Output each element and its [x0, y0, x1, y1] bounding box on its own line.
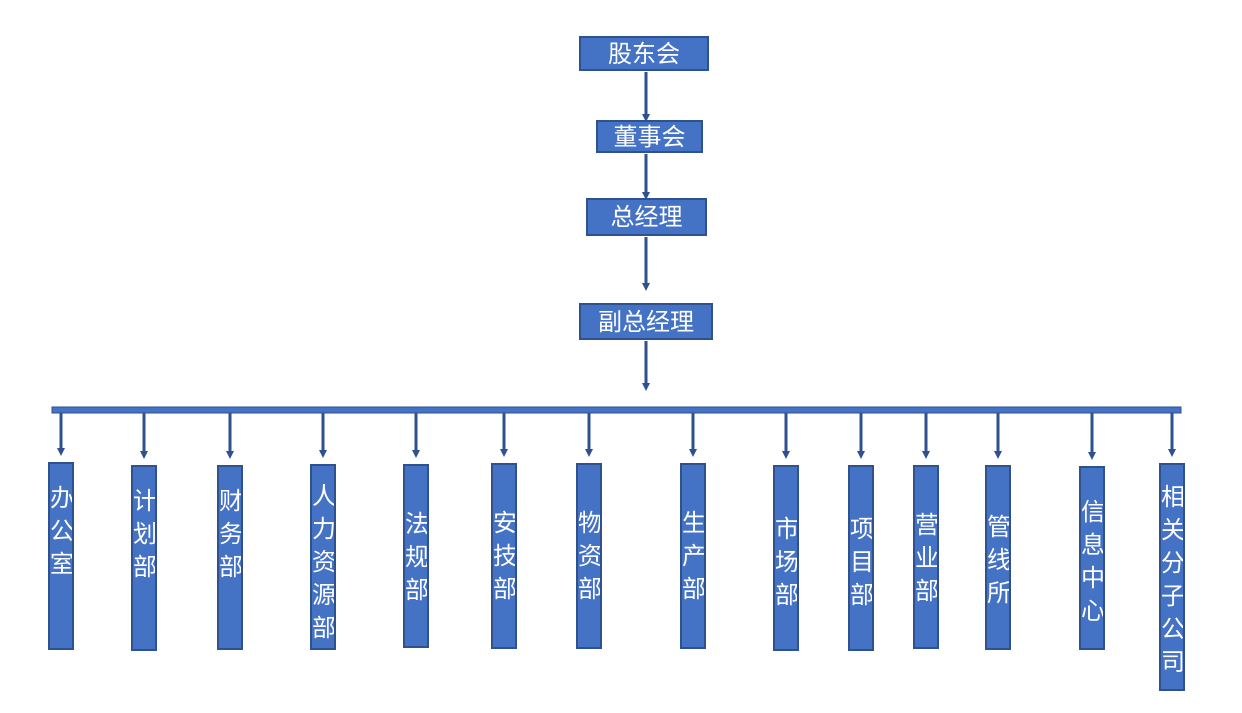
dept-projects: 项目部: [848, 465, 874, 651]
dept-production: 生产部: [680, 463, 706, 649]
dept-finance: 财务部: [217, 465, 243, 650]
dept-finance-label: 财务部: [219, 487, 243, 581]
node-deputy-general-manager: 副总经理: [579, 303, 713, 340]
dept-safety-tech-label: 安技部: [493, 509, 517, 603]
dept-pipeline-station-label: 管线所: [987, 513, 1011, 607]
dept-marketing: 市场部: [773, 465, 799, 651]
dept-legal-label: 法规部: [405, 510, 429, 604]
dept-materials-label: 物资部: [578, 509, 602, 603]
node-shareholders: 股东会: [579, 36, 709, 71]
dept-legal: 法规部: [403, 464, 429, 648]
dept-human-resources-label: 人力资源部: [312, 482, 336, 642]
node-deputy-general-manager-label: 副总经理: [598, 307, 694, 336]
dept-pipeline-station: 管线所: [985, 465, 1011, 650]
dept-safety-tech: 安技部: [491, 463, 517, 649]
dept-human-resources: 人力资源部: [310, 464, 336, 650]
dept-production-label: 生产部: [682, 509, 706, 603]
dept-office: 办公室: [48, 462, 74, 650]
dept-projects-label: 项目部: [850, 515, 874, 609]
node-board: 董事会: [596, 120, 703, 153]
dept-business: 营业部: [913, 465, 939, 649]
dept-information-center: 信息中心: [1079, 466, 1105, 650]
dept-planning-label: 计划部: [133, 487, 157, 581]
dept-office-label: 办公室: [50, 484, 74, 578]
node-board-label: 董事会: [613, 122, 686, 151]
dept-business-label: 营业部: [915, 511, 939, 605]
dept-materials: 物资部: [576, 463, 602, 649]
node-shareholders-label: 股东会: [608, 39, 680, 68]
department-bus-bar: [51, 406, 1182, 414]
dept-marketing-label: 市场部: [775, 515, 799, 609]
node-general-manager: 总经理: [586, 198, 707, 236]
node-general-manager-label: 总经理: [610, 203, 683, 231]
dept-subsidiaries: 相关分子公司: [1159, 463, 1185, 691]
dept-information-center-label: 信息中心: [1081, 498, 1105, 625]
dept-subsidiaries-label: 相关分子公司: [1161, 483, 1185, 676]
dept-planning: 计划部: [131, 465, 157, 651]
